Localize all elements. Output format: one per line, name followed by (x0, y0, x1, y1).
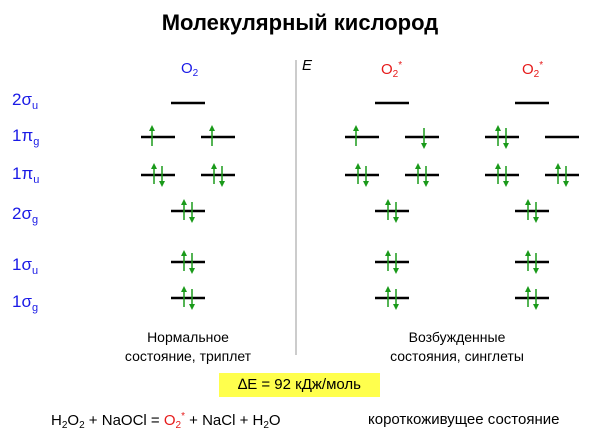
orbital-label-2su: 2σu (12, 90, 38, 112)
column-label-base: O (181, 60, 193, 77)
orbital-label-1pg: 1πg (12, 126, 39, 148)
orbital-label-1pu: 1πu (12, 164, 39, 186)
orbital-sub: u (31, 100, 39, 112)
orbital-label-2sg: 2σg (12, 204, 38, 226)
eq-sub: 2 (175, 420, 182, 431)
column-label-sub: 2 (533, 69, 540, 80)
caption-line: Возбужденные (408, 329, 506, 345)
column-label-ground: O2 (181, 60, 198, 79)
eq-sub: 2 (79, 420, 85, 431)
caption-normal: Нормальное состояние, триплет (106, 328, 270, 366)
column-label-sub: 2 (392, 69, 399, 80)
column-label-sup: * (539, 60, 544, 71)
eq-sub: 2 (263, 420, 269, 431)
reaction-equation: H2O2 + NaOCl = O2* + NaCl + H2O (51, 411, 281, 431)
orbital-base: 1σ (12, 255, 32, 274)
eq-part: H (51, 412, 62, 429)
column-label-base: O (522, 61, 534, 78)
eq-part: O (268, 412, 281, 429)
orbital-base: 2σ (12, 204, 32, 223)
eq-sup: * (181, 411, 185, 422)
energy-axis-label: E (302, 57, 313, 74)
orbital-base: 1π (12, 164, 34, 183)
eq-part: O (163, 412, 176, 429)
caption-excited: Возбужденные состояния, синглеты (365, 328, 549, 366)
eq-part: O (67, 412, 80, 429)
eq-product-o2: O2* (163, 411, 185, 431)
orbital-sub: u (31, 265, 39, 277)
column-label-excited-1: O2* (381, 60, 402, 80)
orbital-base: 1σ (12, 292, 32, 311)
delta-e-badge: ∆E = 92 кДж/моль (219, 373, 380, 397)
orbital-sub: u (33, 174, 40, 186)
caption-line: состояние, триплет (124, 348, 252, 364)
orbital-sub: g (31, 214, 39, 226)
orbital-label-1su: 1σu (12, 255, 38, 277)
eq-sub: 2 (61, 420, 68, 431)
column-label-base: O (381, 61, 393, 78)
orbital-sub: g (31, 302, 39, 314)
orbital-base: 1π (12, 126, 34, 145)
orbital-base: 2σ (12, 90, 32, 109)
eq-part: + NaCl + H (184, 412, 264, 429)
column-label-sup: * (398, 60, 403, 71)
orbital-sub: g (33, 136, 40, 148)
orbital-label-1sg: 1σg (12, 292, 38, 314)
page-title: Молекулярный кислород (161, 10, 439, 35)
eq-part: + NaOCl = (84, 412, 164, 429)
caption-line: состояния, синглеты (390, 348, 524, 364)
caption-line: Нормальное (147, 329, 229, 345)
column-label-excited-2: O2* (522, 60, 543, 80)
column-label-sub: 2 (192, 68, 199, 79)
short-lived-note: короткоживущее состояние (368, 411, 560, 428)
